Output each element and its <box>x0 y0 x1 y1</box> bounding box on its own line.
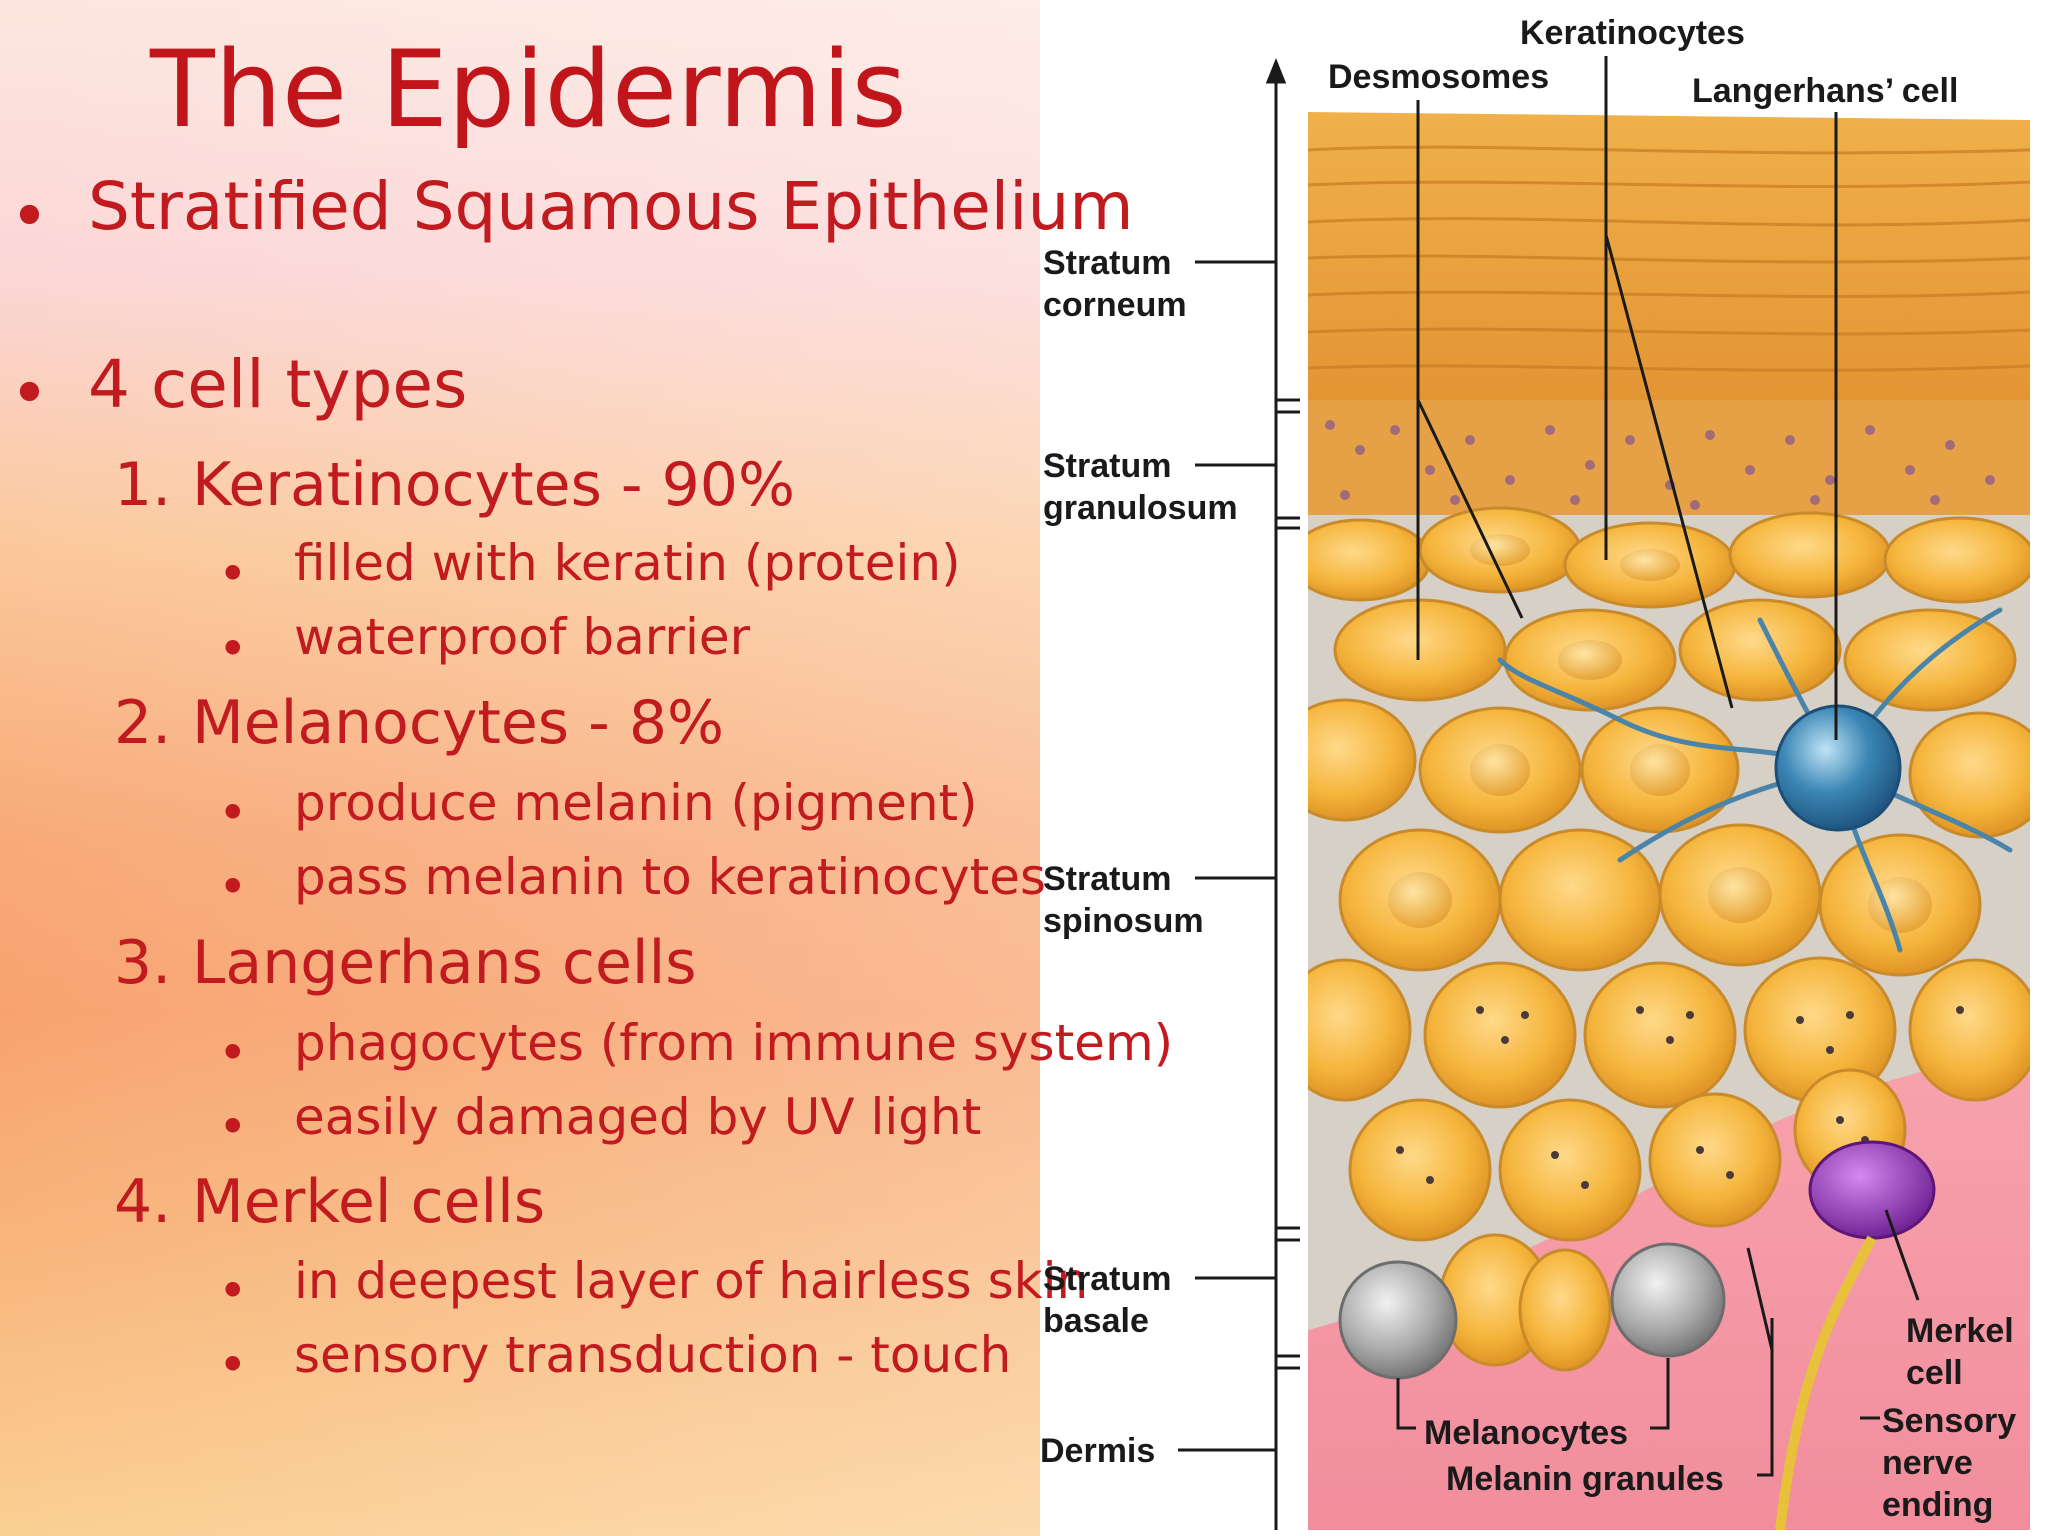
label-melanin-granules: Melanin granules <box>1446 1460 1724 1498</box>
bullet-dot: • <box>10 355 49 432</box>
sub-point: sensory transduction - touch <box>294 1326 1012 1384</box>
label-merkel-1: Merkel <box>1906 1312 2014 1350</box>
item-merkel: Merkel cells <box>192 1167 546 1237</box>
label-sensory-2: nerve <box>1882 1444 1973 1482</box>
text-panel <box>0 0 1040 1536</box>
keratinocyte-cells <box>1308 506 2030 1372</box>
melanocyte-cells <box>1338 1242 1726 1380</box>
label-melanocytes: Melanocytes <box>1424 1414 1628 1452</box>
label-basale-1: Stratum <box>1043 1260 1171 1298</box>
label-dermis: Dermis <box>1040 1432 1155 1470</box>
label-desmosomes: Desmosomes <box>1328 58 1549 96</box>
bullet-dot: • <box>218 545 248 603</box>
corneum-lines <box>1308 145 2030 372</box>
item-number: 2. <box>114 688 172 758</box>
bullet-dot: • <box>218 1262 248 1320</box>
item-number: 4. <box>114 1167 172 1237</box>
sub-point: waterproof barrier <box>294 608 751 666</box>
langerhans-cell <box>1774 704 1902 832</box>
melanin-dots <box>1396 1006 1964 1189</box>
bullet-dot: • <box>10 178 49 255</box>
label-sensory-3: ending <box>1882 1486 1993 1524</box>
sub-point: phagocytes (from immune system) <box>294 1014 1174 1072</box>
bullet-dot: • <box>218 1336 248 1394</box>
item-keratinocytes: Keratinocytes - 90% <box>192 450 795 520</box>
label-granulosum-1: Stratum <box>1043 447 1171 485</box>
layer-brackets <box>1178 57 1300 1530</box>
label-spinosum-2: spinosum <box>1043 902 1204 940</box>
sub-point: easily damaged by UV light <box>294 1088 982 1146</box>
bullet-cell-types: 4 cell types <box>88 346 468 423</box>
bullet-stratified: Stratified Squamous Epithelium <box>88 168 1134 245</box>
sub-point: pass melanin to keratinocytes <box>294 848 1047 906</box>
sub-point: filled with keratin (protein) <box>294 534 961 592</box>
granulosum-layer <box>1308 400 2030 515</box>
slide-title: The Epidermis <box>150 28 907 151</box>
label-keratinocytes: Keratinocytes <box>1520 14 1745 52</box>
tissue-illustration <box>1308 112 2030 1530</box>
cell-nuclei <box>1388 534 1932 933</box>
merkel-cell <box>1775 1140 1936 1530</box>
label-merkel-2: cell <box>1906 1354 1963 1392</box>
label-corneum-2: corneum <box>1043 286 1187 324</box>
bullet-dot: • <box>218 784 248 842</box>
label-sensory-1: Sensory <box>1882 1402 2016 1440</box>
sub-point: in deepest layer of hairless skin <box>294 1252 1089 1310</box>
item-melanocytes: Melanocytes - 8% <box>192 688 725 758</box>
item-number: 3. <box>114 928 172 998</box>
item-langerhans: Langerhans cells <box>192 928 697 998</box>
label-granulosum-2: granulosum <box>1043 489 1238 527</box>
bullet-dot: • <box>218 858 248 916</box>
label-corneum-1: Stratum <box>1043 244 1171 282</box>
bullet-dot: • <box>218 1024 248 1082</box>
sub-point: produce melanin (pigment) <box>294 774 978 832</box>
callout-leaders <box>1396 56 1920 1477</box>
label-basale-2: basale <box>1043 1302 1149 1340</box>
label-langerhans: Langerhans’ cell <box>1692 72 1958 110</box>
item-number: 1. <box>114 450 172 520</box>
granules <box>1325 420 1995 510</box>
bullet-dot: • <box>218 1098 248 1156</box>
label-spinosum-1: Stratum <box>1043 860 1171 898</box>
bullet-dot: • <box>218 620 248 678</box>
